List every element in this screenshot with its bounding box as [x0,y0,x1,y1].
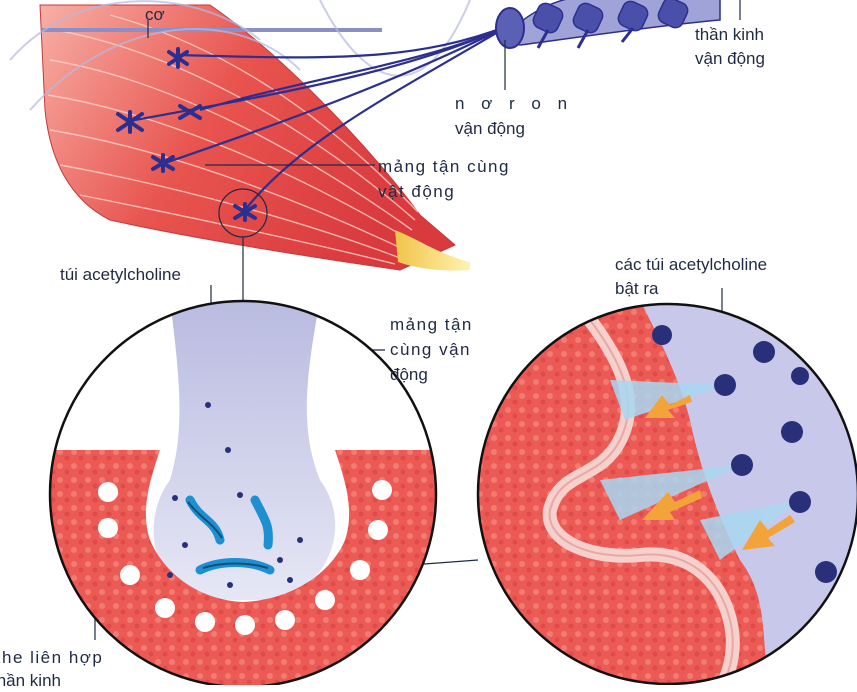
label-vesicle: túi acetylcholine [60,264,181,286]
label-end-plate-top-line2: vật động [378,181,455,203]
label-end-plate-mid-line2: cùng vận [390,339,471,361]
muscle-bundle [40,5,470,271]
label-muscle: cơ [145,4,165,26]
label-vesicles-released-line1: các túi acetylcholine [615,254,767,276]
label-motor-neuron-line1: n ơ r o n [455,93,573,115]
label-end-plate-top-line1: mảng tận cùng [378,156,510,178]
label-vesicles-released-line2: bật ra [615,278,658,300]
label-end-plate-mid-line1: mảng tận [390,314,473,336]
label-motor-nerve-line2: vận động [695,48,765,70]
label-synaptic-cleft-line2: thần kinh [0,670,61,692]
label-motor-nerve-line1: thần kinh [695,24,764,46]
label-motor-neuron-line2: vận động [455,118,525,140]
label-end-plate-mid-line3: động [390,364,428,386]
nerve-bundle [496,0,720,48]
label-synaptic-cleft-line1: khe liên hợp [0,647,103,669]
